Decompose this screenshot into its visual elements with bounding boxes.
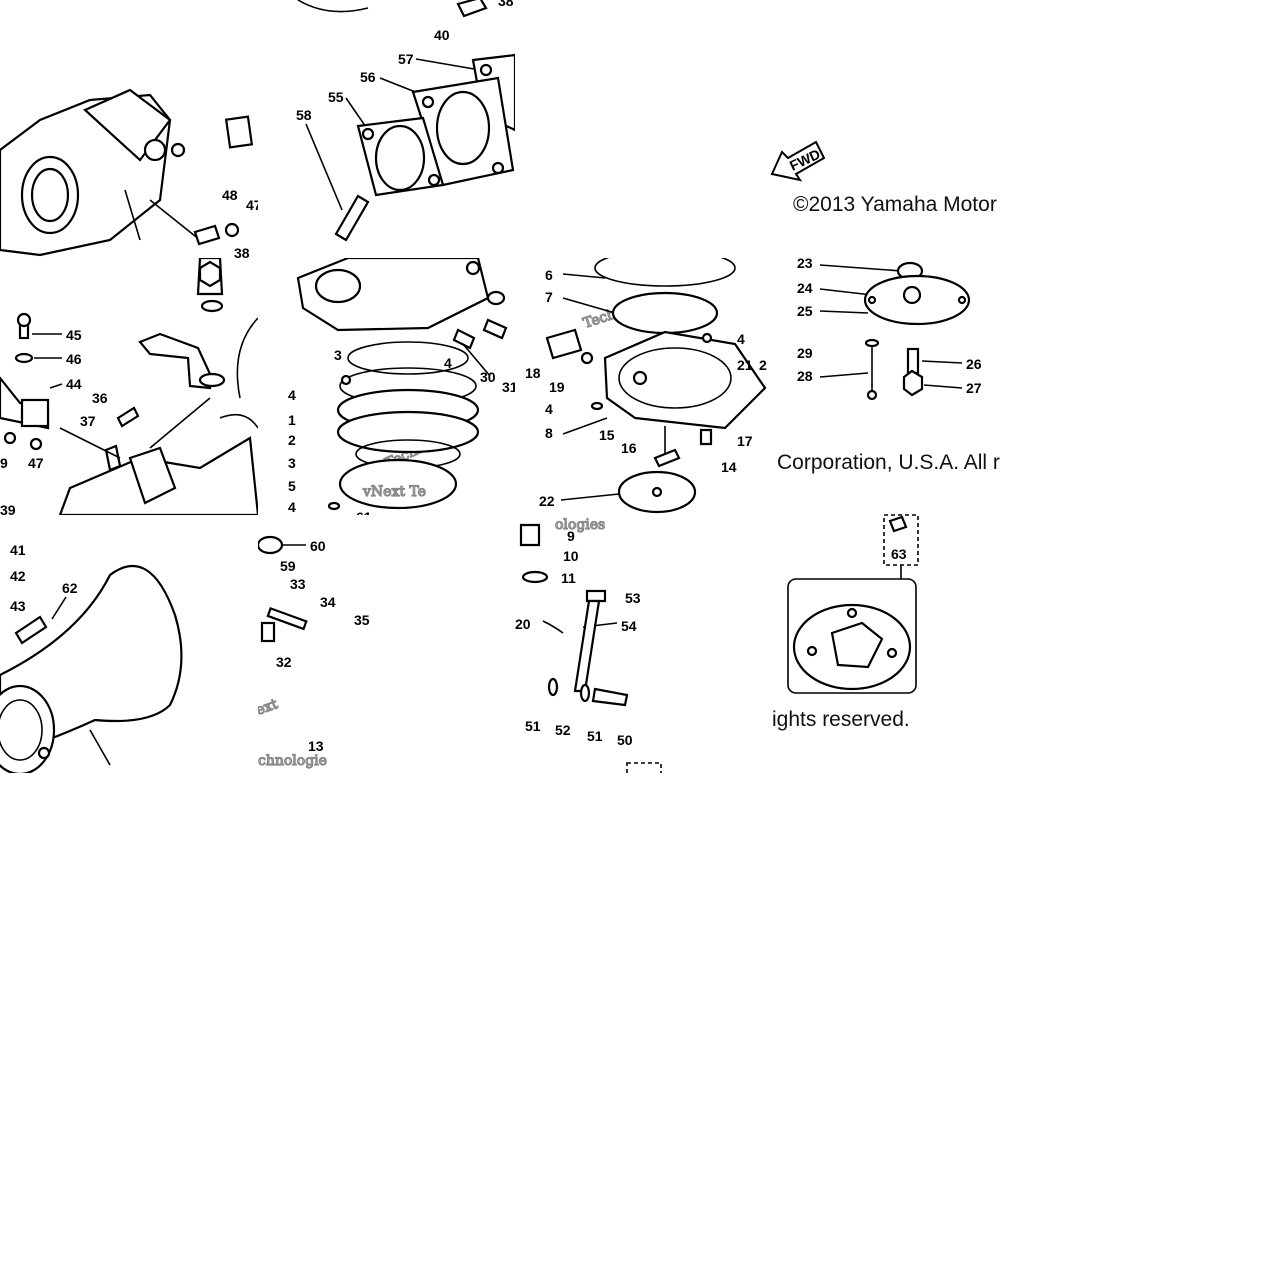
callout-3-b: 3: [288, 455, 296, 471]
callout-59: 59: [280, 558, 296, 574]
callout-25: 25: [797, 303, 813, 319]
diagram-tile-pump-cover: Technologies 6 7 18 19 4 21 2 4 8 15 16 …: [515, 258, 772, 515]
callout-13: 13: [308, 738, 324, 754]
part-63-inset-drawing: 63: [787, 514, 919, 694]
callout-61: 61: [356, 509, 372, 515]
carburetor-body-drawing: 48 47 38: [0, 88, 258, 258]
callout-19: 19: [549, 379, 565, 395]
callout-51: 51: [525, 718, 541, 734]
callout-4-c: 4: [288, 499, 296, 515]
shaft-parts-drawing: ologies 9 10 11 53 20 54 51 52 51 50: [515, 516, 662, 773]
callout-6: 6: [545, 267, 553, 283]
callout-55: 55: [328, 89, 344, 105]
callout-44: 44: [66, 376, 82, 392]
diagram-tile-pump-stack: Technologies 30 31 4 3 4 1 2 3 5 4 61 vN…: [258, 258, 515, 515]
cover-plate-parts-drawing: 23 24 25 29 26 28 27: [797, 255, 982, 401]
callout-8: 8: [545, 425, 553, 441]
callout-34: 34: [320, 594, 336, 610]
callout-2: 2: [288, 432, 296, 448]
callout-63: 63: [891, 546, 907, 562]
fuel-pump-diaphragm-stack-drawing: Technologies 30 31 4 3 4 1 2 3 5 4 61 vN…: [288, 258, 515, 515]
callout-36: 36: [92, 390, 108, 406]
callout-50: 50: [617, 732, 633, 748]
callout-41: 41: [10, 542, 26, 558]
callout-4-e: 4: [545, 401, 553, 417]
callout-26: 26: [966, 356, 982, 372]
callout-10: 10: [563, 548, 579, 564]
callout-29: 29: [797, 345, 813, 361]
callout-3: 3: [334, 347, 342, 363]
callout-57: 57: [398, 51, 414, 67]
callout-22: 22: [539, 493, 555, 509]
fuel-pump-cover-drawing: Technologies 6 7 18 19 4 21 2 4 8 15 16 …: [525, 258, 767, 514]
air-horn-drawing: 41 42 43 62: [0, 542, 183, 773]
diagram-tile-shaft-parts: ologies 9 10 11 53 20 54 51 52 51 50: [515, 515, 772, 773]
callout-27: 27: [966, 380, 982, 396]
callout-43: 43: [10, 598, 26, 614]
diagram-tile-63: 63: [772, 513, 1029, 773]
callout-60: 60: [310, 538, 326, 554]
callout-47: 47: [246, 197, 258, 213]
callout-45: 45: [66, 327, 82, 343]
callout-47-b: 47: [28, 455, 44, 471]
callout-33: 33: [290, 576, 306, 592]
callout-24: 24: [797, 280, 813, 296]
callout-2-b: 2: [759, 357, 767, 373]
callout-35: 35: [354, 612, 370, 628]
callout-31: 31: [502, 379, 515, 395]
callout-42: 42: [10, 568, 26, 584]
diagram-tile-needle-parts: 60 59 33 34 35 32 ext 13 chnologie: [258, 515, 515, 773]
callout-20: 20: [515, 616, 531, 632]
diagram-tile-cover-plate: 23 24 25 29 26 28 27: [772, 255, 1029, 513]
diagram-tile-air-horn: 41 42 43 62: [0, 515, 258, 773]
copyright-line-2: Corporation, U.S.A. All r: [777, 451, 1000, 474]
callout-52: 52: [555, 722, 571, 738]
callout-58: 58: [296, 107, 312, 123]
callout-21: 21: [737, 357, 753, 373]
diagram-tile-carburetor-body: 48 47 38: [0, 0, 258, 258]
diagram-tile-linkage: 45 46 44 36 37 9 47 39: [0, 258, 258, 515]
callout-11: 11: [561, 570, 576, 586]
callout-28: 28: [797, 368, 813, 384]
throttle-linkage-drawing: 45 46 44 36 37 9 47 39: [0, 258, 258, 515]
watermark-ext: ext: [258, 696, 280, 719]
watermark-vnext: vNext Te: [362, 484, 426, 500]
callout-48: 48: [222, 187, 238, 203]
callout-23: 23: [797, 255, 813, 271]
callout-30: 30: [480, 369, 496, 385]
callout-15: 15: [599, 427, 615, 443]
watermark-ologies: ologies: [555, 517, 605, 533]
callout-37: 37: [80, 413, 96, 429]
callout-4: 4: [444, 355, 452, 371]
needle-jet-parts-drawing: 60 59 33 34 35 32 ext 13 chnologie: [258, 535, 370, 770]
callout-38-lower: 38: [234, 245, 250, 258]
callout-5: 5: [288, 478, 296, 494]
callout-9-b: 9: [567, 528, 575, 544]
callout-32: 32: [276, 654, 292, 670]
callout-16: 16: [621, 440, 637, 456]
forward-arrow-icon: FWD: [770, 140, 826, 182]
watermark-chnologie: chnologie: [258, 753, 327, 769]
callout-18: 18: [525, 365, 541, 381]
callout-1: 1: [288, 412, 296, 428]
callout-4-d: 4: [737, 331, 745, 347]
callout-39: 39: [0, 502, 16, 515]
callout-7: 7: [545, 289, 553, 305]
callout-9: 9: [0, 455, 8, 471]
callout-62: 62: [62, 580, 78, 596]
callout-56: 56: [360, 69, 376, 85]
callout-38: 38: [498, 0, 514, 9]
copyright-line-1: ©2013 Yamaha Motor: [793, 193, 997, 216]
callout-4-b: 4: [288, 387, 296, 403]
callout-54: 54: [621, 618, 637, 634]
callout-46: 46: [66, 351, 82, 367]
callout-51-b: 51: [587, 728, 603, 744]
callout-40: 40: [434, 27, 450, 43]
callout-14: 14: [721, 459, 737, 475]
intake-manifold-gaskets-drawing: 40 38 57 56 55 58: [296, 0, 515, 242]
callout-17: 17: [737, 433, 753, 449]
copyright-line-3: ights reserved.: [772, 708, 910, 731]
callout-53: 53: [625, 590, 641, 606]
diagram-tile-top-intake: 40 38 57 56 55 58: [258, 0, 515, 257]
